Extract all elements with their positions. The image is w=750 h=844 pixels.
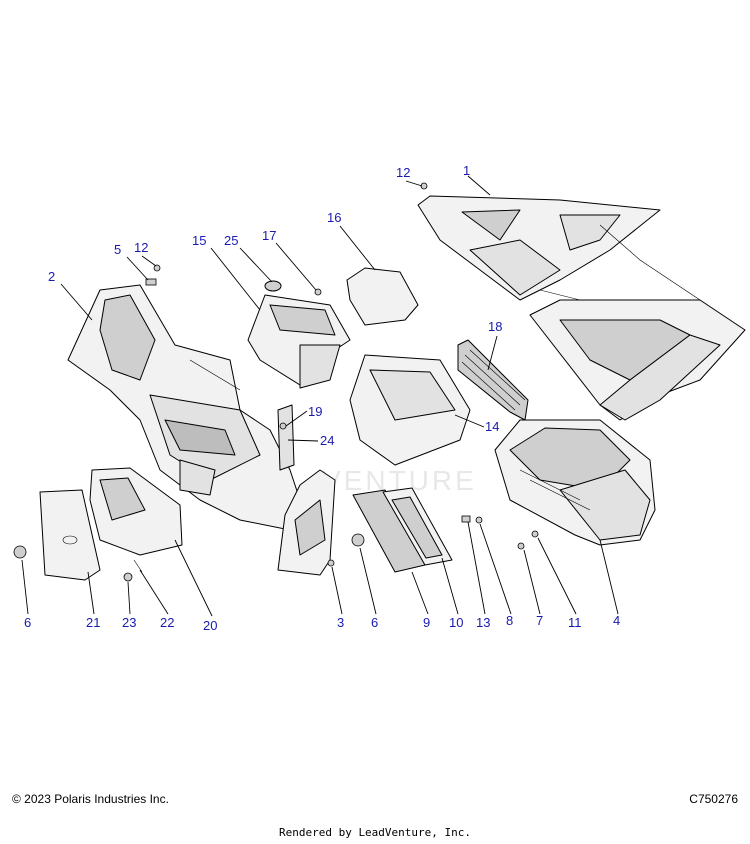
part-11-screw[interactable]: [531, 530, 539, 538]
part-16-lid[interactable]: [346, 267, 419, 326]
callout-3[interactable]: 3: [337, 615, 344, 630]
part-10-door-frame[interactable]: [382, 487, 453, 566]
part-22-screw[interactable]: [133, 559, 143, 573]
part-6-latch-left[interactable]: [13, 545, 27, 559]
callout-25[interactable]: 25: [224, 233, 238, 248]
callout-19[interactable]: 19: [308, 404, 322, 419]
callout-6-left[interactable]: 6: [24, 615, 31, 630]
callout-18[interactable]: 18: [488, 319, 502, 334]
part-7-screw[interactable]: [517, 542, 525, 550]
part-20-door-liner[interactable]: [89, 467, 183, 556]
part-19-screw[interactable]: [279, 422, 287, 430]
part-1-upper-dash-panel[interactable]: [417, 195, 701, 306]
part-14-storage-bin[interactable]: [349, 354, 471, 466]
callout-9[interactable]: 9: [423, 615, 430, 630]
callout-10[interactable]: 10: [449, 615, 463, 630]
part-21-door-panel[interactable]: [39, 489, 101, 581]
callout-17[interactable]: 17: [262, 228, 276, 243]
part-8-screw[interactable]: [475, 516, 483, 524]
callout-8[interactable]: 8: [506, 613, 513, 628]
callout-21[interactable]: 21: [86, 615, 100, 630]
callout-5[interactable]: 5: [114, 242, 121, 257]
callout-13[interactable]: 13: [476, 615, 490, 630]
part-5-clip[interactable]: [145, 278, 157, 286]
callout-14[interactable]: 14: [485, 419, 499, 434]
callout-1[interactable]: 1: [463, 163, 470, 178]
part-6-latch-center[interactable]: [351, 533, 365, 547]
callout-24[interactable]: 24: [320, 433, 334, 448]
copyright-notice: © 2023 Polaris Industries Inc.: [12, 792, 169, 806]
callout-11[interactable]: 11: [568, 615, 582, 630]
rendered-by-credit: Rendered by LeadVenture, Inc.: [278, 826, 472, 839]
diagram-id: C750276: [689, 792, 738, 806]
callout-23[interactable]: 23: [122, 615, 136, 630]
callout-2[interactable]: 2: [48, 269, 55, 284]
callouts: 1 12 16 15 25 17 5 12 2 18 19 24 14 6 21…: [24, 163, 620, 633]
callout-16[interactable]: 16: [327, 210, 341, 225]
callout-22[interactable]: 22: [160, 615, 174, 630]
part-4-storage-tub[interactable]: [494, 419, 656, 546]
part-3-screw[interactable]: [327, 559, 335, 567]
part-25-grommet[interactable]: [264, 280, 282, 292]
part-3-side-panel[interactable]: [277, 469, 336, 576]
leader-lines: [21, 175, 619, 617]
part-2-main-dash[interactable]: [67, 284, 301, 531]
callout-12-left[interactable]: 12: [134, 240, 148, 255]
callout-6-center[interactable]: 6: [371, 615, 378, 630]
callout-7[interactable]: 7: [536, 613, 543, 628]
hardware: [13, 182, 539, 582]
callout-12-top[interactable]: 12: [396, 165, 410, 180]
callout-4[interactable]: 4: [613, 613, 620, 628]
callout-15[interactable]: 15: [192, 233, 206, 248]
part-23-nut[interactable]: [123, 572, 133, 582]
callout-20[interactable]: 20: [203, 618, 217, 633]
part-13-clip[interactable]: [461, 515, 471, 523]
part-1-lower-frame[interactable]: [529, 299, 746, 421]
part-24-bracket[interactable]: [277, 404, 295, 471]
part-17-screw[interactable]: [314, 288, 322, 296]
part-12-screw-left[interactable]: [153, 264, 161, 272]
part-15-glove-box[interactable]: [247, 294, 351, 389]
